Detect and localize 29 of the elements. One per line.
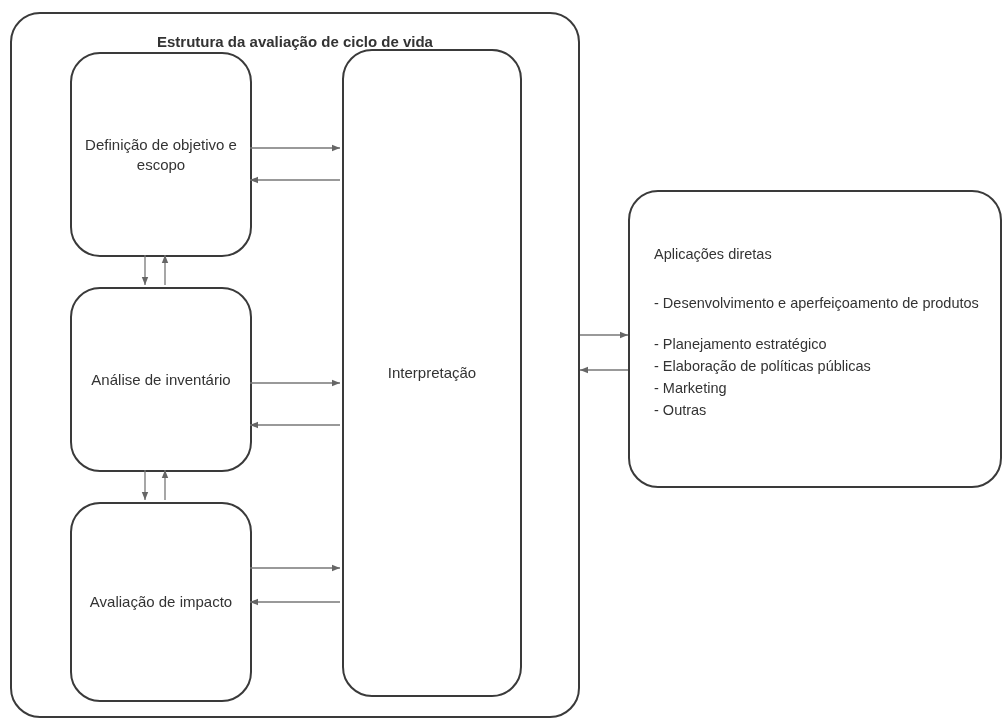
arrow [249,421,341,429]
list-item: - Desenvolvimento e aperfeiçoamento de produtos [654,294,980,312]
box-label: Definição de objetivo e escopo [84,134,238,175]
arrow [249,379,341,387]
arrow [579,331,629,339]
arrow [579,366,629,374]
arrow [141,469,149,501]
list-item: - Outras [654,401,708,419]
arrow [161,254,169,286]
box-label: Interpretação [386,363,478,383]
arrow [141,254,149,286]
arrow [249,598,341,606]
list-item: - Elaboração de políticas públicas [654,357,872,375]
arrow [249,564,341,572]
box-heading: Aplicações diretas [654,245,773,263]
box-label: Avaliação de impacto [88,592,234,612]
framework-panel [10,12,580,718]
list-item: - Planejamento estratégico [654,335,828,353]
stage-box [70,502,252,702]
arrow [249,176,341,184]
list-item: - Marketing [654,379,728,397]
box-label: Análise de inventário [90,369,232,390]
stage-box [70,287,252,472]
interpretation-box [342,49,522,697]
arrow [161,469,169,501]
arrow [249,144,341,152]
panel-heading: Estrutura da avaliação de ciclo de vida [156,32,434,52]
stage-box [70,52,252,257]
applications-box [628,190,1002,488]
